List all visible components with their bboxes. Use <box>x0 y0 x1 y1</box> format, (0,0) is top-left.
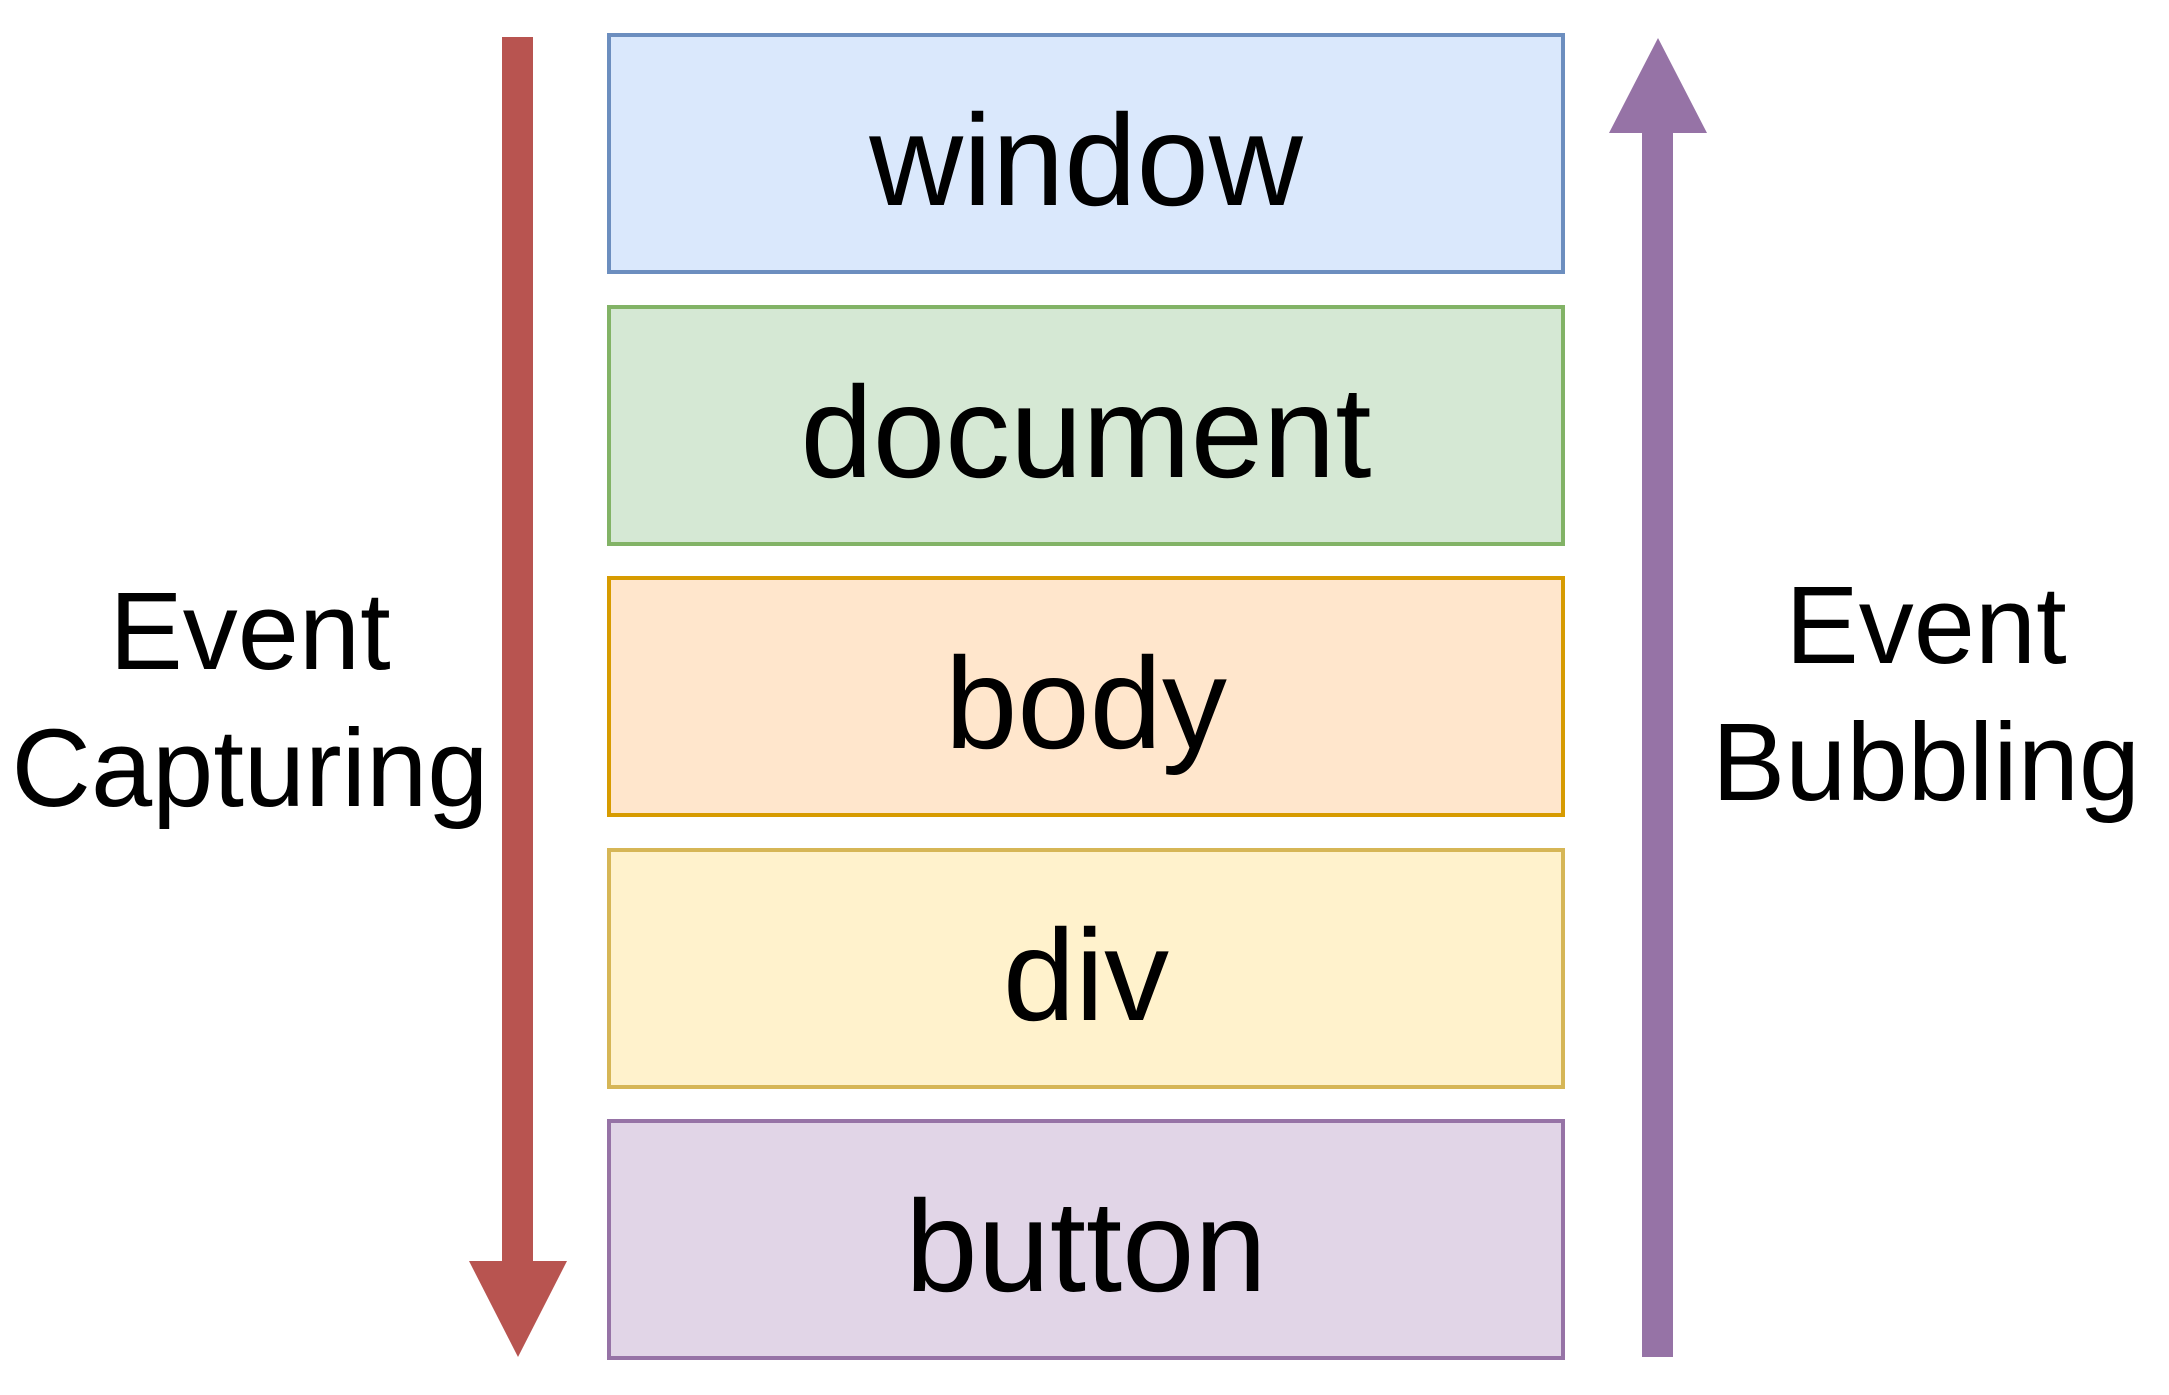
layer-box-document: document <box>607 305 1565 546</box>
layer-label-document: document <box>800 358 1372 505</box>
event-bubbling-arrow-shaft <box>1642 133 1673 1357</box>
layer-box-button: button <box>607 1119 1565 1360</box>
event-bubbling-label-line1: Event <box>1785 564 2067 687</box>
event-bubbling-label: Event Bubbling <box>1712 557 2140 831</box>
layer-label-div: div <box>1002 901 1170 1048</box>
event-capturing-label-line1: Event <box>109 570 391 693</box>
event-capturing-arrow-shaft <box>502 37 533 1261</box>
event-capturing-label: Event Capturing <box>12 563 489 837</box>
layer-label-button: button <box>905 1172 1267 1319</box>
layer-label-window: window <box>869 86 1303 233</box>
arrow-down-icon <box>469 1261 567 1357</box>
layer-box-window: window <box>607 33 1565 274</box>
arrow-up-icon <box>1609 38 1707 133</box>
layer-box-body: body <box>607 576 1565 817</box>
event-bubbling-label-line2: Bubbling <box>1711 701 2141 824</box>
layer-box-div: div <box>607 848 1565 1089</box>
event-capturing-label-line2: Capturing <box>11 707 489 830</box>
layer-label-body: body <box>945 629 1227 776</box>
